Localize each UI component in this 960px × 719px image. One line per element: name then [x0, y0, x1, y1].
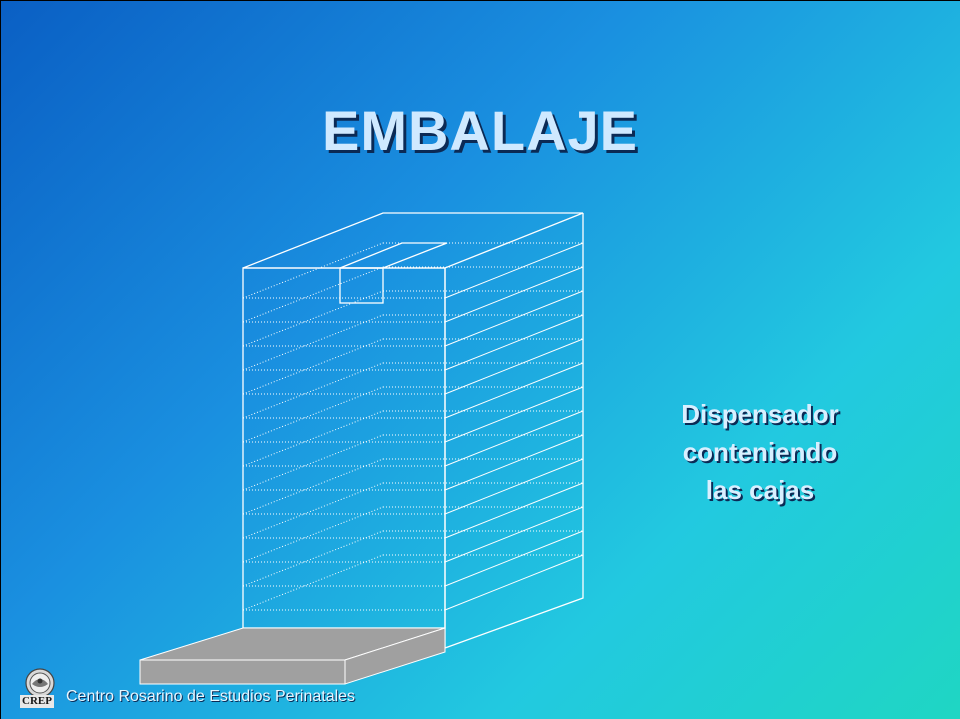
box-layer-diagonal — [242, 434, 384, 491]
box-layer-diagonal — [242, 482, 384, 539]
box-layer-diagonal — [444, 482, 584, 539]
box-layer-diagonal — [242, 458, 384, 515]
box-layer-diagonal — [444, 362, 584, 419]
box-layer-diagonal — [242, 266, 384, 323]
footer: CREP Centro Rosarino de Estudios Perinat… — [18, 668, 355, 710]
box-layer-diagonal — [444, 266, 584, 323]
caption: Dispensador conteniendo las cajas — [640, 395, 880, 509]
box-layer-diagonal — [242, 554, 384, 611]
caption-line-1: Dispensador — [681, 399, 839, 429]
organization-name: Centro Rosarino de Estudios Perinatales — [66, 688, 356, 705]
dispenser-tray — [139, 627, 446, 685]
top-border — [0, 0, 960, 1]
box-layer-diagonal — [444, 554, 584, 611]
box-layer-diagonal — [242, 506, 384, 563]
logo-text: CREP — [20, 695, 54, 708]
box-layer-diagonal — [444, 506, 584, 563]
left-border — [0, 0, 1, 719]
box-layer-diagonal — [242, 410, 384, 467]
dispenser-top-face — [242, 212, 584, 269]
box-layer-diagonal — [444, 386, 584, 443]
box-layer-diagonal — [444, 290, 584, 347]
caption-line-3: las cajas — [705, 475, 815, 505]
box-layer-diagonal — [242, 290, 384, 347]
dispenser-slot — [339, 267, 384, 304]
box-layer-diagonal — [444, 434, 584, 491]
box-layer-diagonal — [444, 410, 584, 467]
box-layer-diagonal — [242, 338, 384, 395]
crep-seal-icon: CREP — [18, 668, 62, 710]
dispenser-side-face — [444, 213, 584, 649]
slide-title: EMBALAJE — [321, 99, 639, 162]
box-layer-diagonal — [444, 314, 584, 371]
box-layer-diagonal — [444, 458, 584, 515]
box-layer-diagonal — [444, 242, 584, 299]
box-layer-diagonal — [242, 242, 384, 299]
box-layer-diagonal — [242, 314, 384, 371]
caption-line-2: conteniendo — [682, 437, 838, 467]
box-layer-diagonal — [242, 530, 384, 587]
box-layer-diagonal — [444, 530, 584, 587]
dispenser-opening — [339, 242, 448, 269]
box-layer-diagonal — [444, 338, 584, 395]
box-layer-diagonal — [242, 362, 384, 419]
box-layer-diagonal — [242, 386, 384, 443]
